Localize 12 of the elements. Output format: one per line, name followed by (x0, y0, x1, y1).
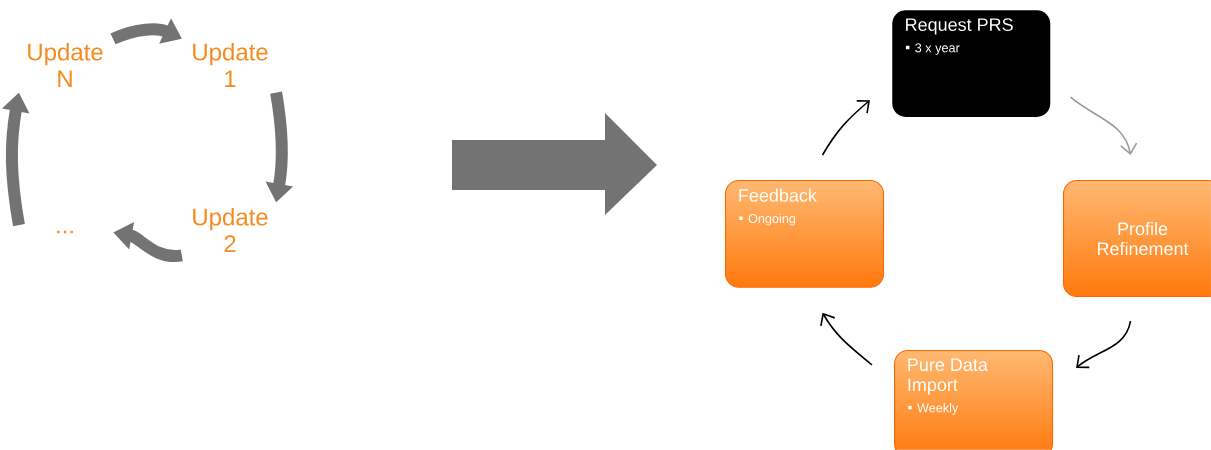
cycle-label: Update 1 (193, 42, 268, 88)
arrow (820, 312, 873, 366)
process-box: Profile Refinement (1063, 180, 1211, 298)
arrow (1076, 320, 1132, 369)
cycle-label: ... (57, 230, 73, 234)
cycle-label: Update 2 (193, 207, 268, 252)
process-box: Feedback Ongoing (725, 180, 885, 288)
cycle-label: Update N (28, 42, 103, 88)
process-box: Request PRS 3 x year (892, 10, 1051, 117)
process-box: Pure Data Import Weekly (894, 350, 1054, 450)
arrow (1069, 96, 1138, 155)
arrow (821, 100, 870, 156)
